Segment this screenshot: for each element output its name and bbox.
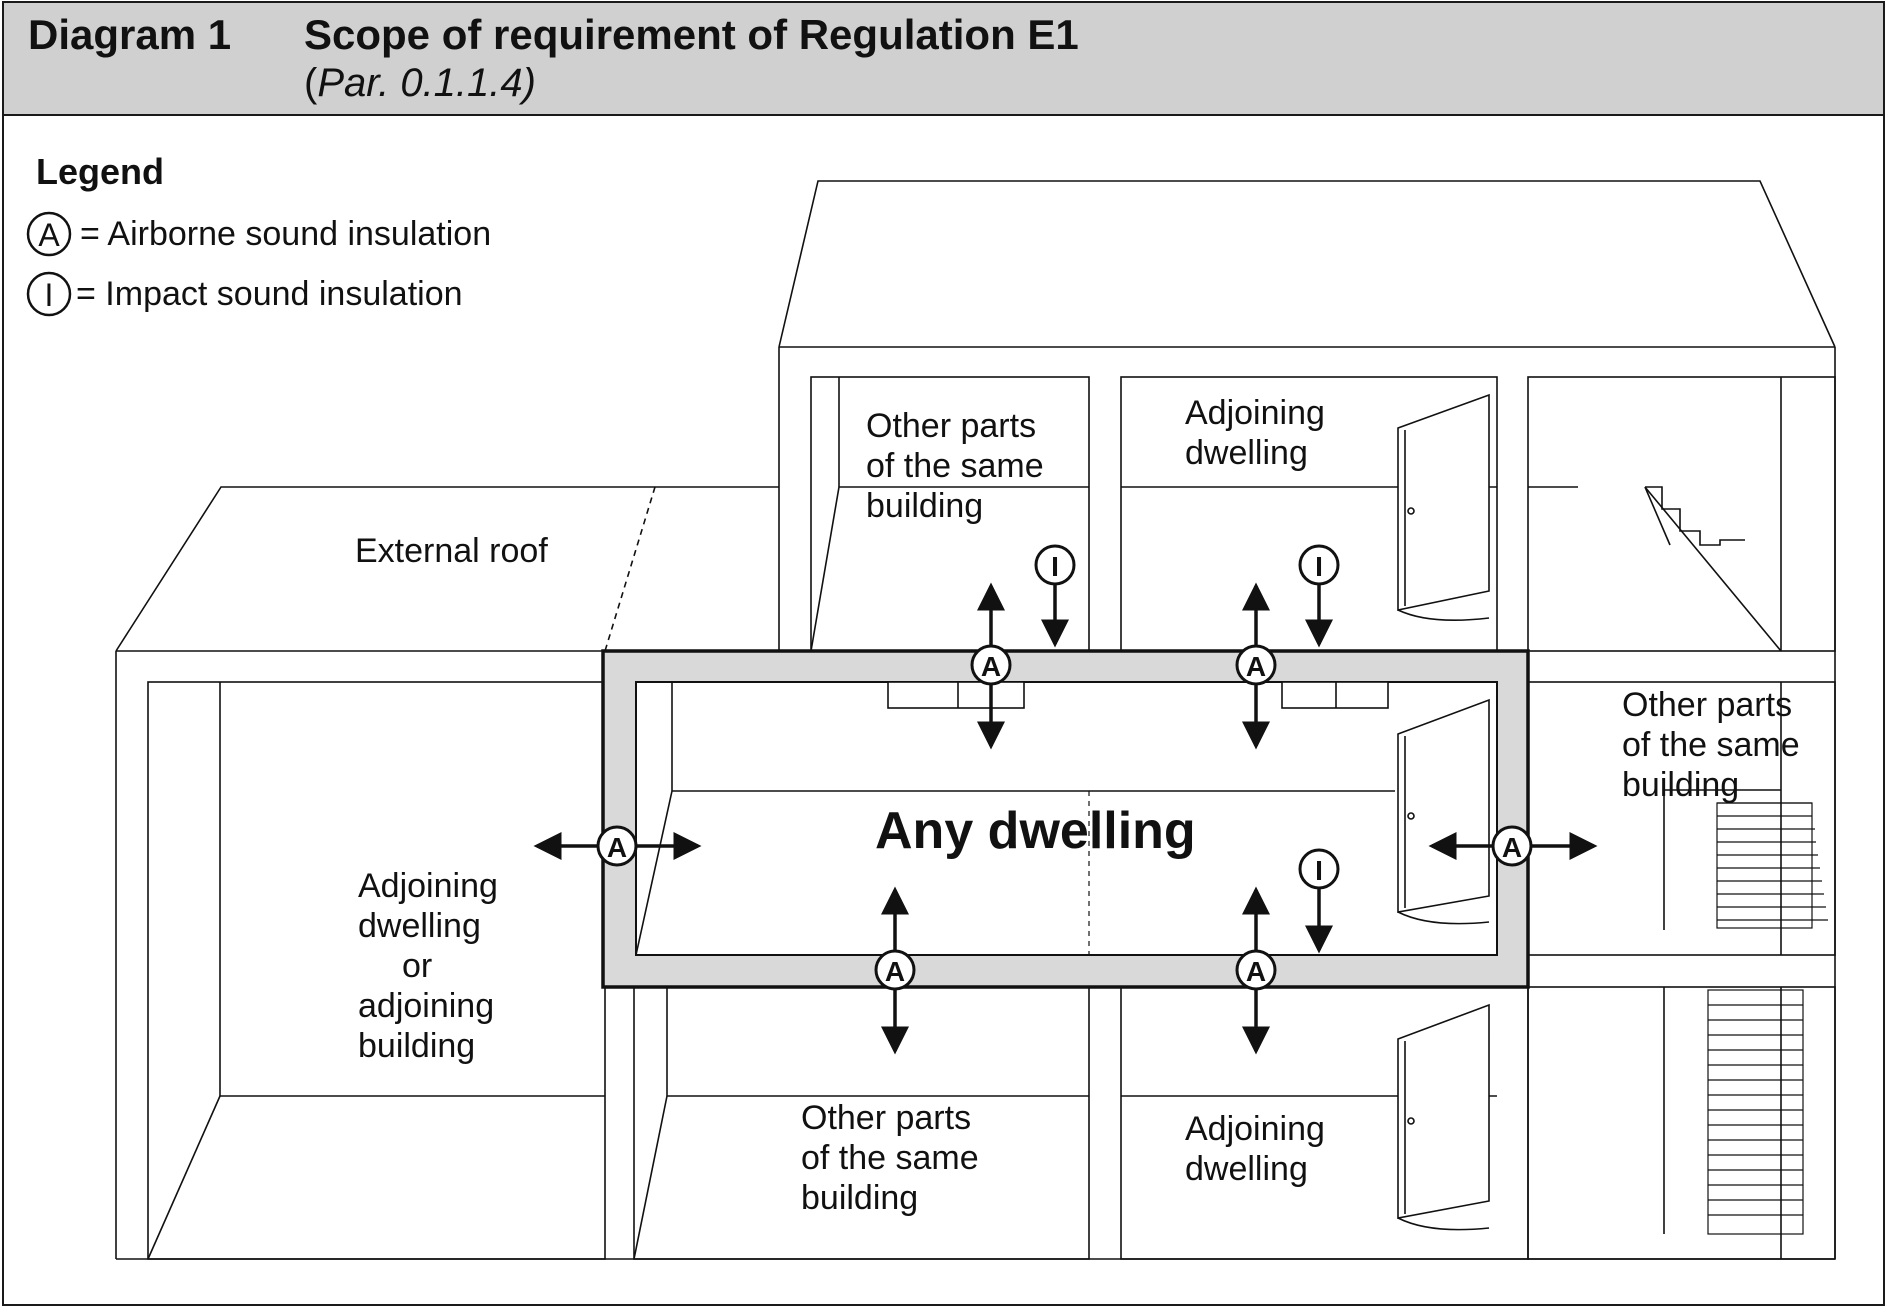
reference-paren: ( xyxy=(304,61,318,105)
svg-text:I: I xyxy=(1315,551,1323,582)
diagram-reference: (Par. 0.1.1.4) xyxy=(304,61,536,106)
insulation-arrows xyxy=(533,582,1598,1055)
svg-text:A: A xyxy=(981,651,1001,682)
svg-text:A: A xyxy=(1246,956,1266,987)
impact-legend-symbol: I xyxy=(26,271,72,317)
any-dwelling-box xyxy=(601,649,1530,989)
building-outline xyxy=(115,180,1836,1260)
airborne-symbol-bottom-right: A xyxy=(1235,949,1277,991)
diagram-number: Diagram 1 xyxy=(28,11,232,58)
label-external-roof: External roof xyxy=(355,532,548,570)
airborne-symbol-left: A xyxy=(596,825,638,867)
svg-text:I: I xyxy=(1051,551,1059,582)
legend: Legend A = Airborne sound insulation I =… xyxy=(26,151,491,317)
room-labels: External roof Other parts of the same bu… xyxy=(355,394,1809,1217)
door-dwelling xyxy=(1397,698,1490,925)
airborne-symbol-top-right: A xyxy=(1235,644,1277,686)
airborne-symbol-right: A xyxy=(1491,825,1533,867)
svg-text:A: A xyxy=(1502,832,1522,863)
legend-impact-label: = Impact sound insulation xyxy=(76,275,463,313)
impact-symbol-top-left: I xyxy=(1034,544,1076,586)
airborne-legend-symbol: A xyxy=(26,211,72,257)
svg-text:I: I xyxy=(45,277,54,313)
door-bottom-right xyxy=(1397,1003,1490,1231)
label-right-room: Other parts of the same building xyxy=(1622,686,1809,804)
svg-text:A: A xyxy=(885,956,905,987)
airborne-symbol-bottom-left: A xyxy=(874,949,916,991)
door-top-right xyxy=(1397,393,1490,622)
label-bottom-right-room: Adjoining dwelling xyxy=(1185,1110,1334,1188)
diagram-header: Diagram 1 Scope of requirement of Regula… xyxy=(4,3,1883,116)
label-top-right-room: Adjoining dwelling xyxy=(1185,394,1334,472)
impact-symbol-top-right: I xyxy=(1298,544,1340,586)
svg-text:A: A xyxy=(607,832,627,863)
label-any-dwelling: Any dwelling xyxy=(875,802,1196,860)
legend-title: Legend xyxy=(36,151,164,192)
reference-text: Par. 0.1.1.4) xyxy=(317,61,536,105)
diagram-title: Scope of requirement of Regulation E1 xyxy=(304,11,1079,58)
label-left-room: Adjoining dwelling or adjoining building xyxy=(358,867,507,1065)
airborne-symbol-top-left: A xyxy=(970,644,1012,686)
impact-symbol-inner: I xyxy=(1298,848,1340,890)
staircase-middle xyxy=(1716,802,1828,929)
legend-airborne-label: = Airborne sound insulation xyxy=(80,215,491,253)
staircase-lower xyxy=(1707,989,1804,1235)
svg-text:A: A xyxy=(1246,651,1266,682)
svg-text:I: I xyxy=(1315,855,1323,886)
label-top-left-room: Other parts of the same building xyxy=(866,407,1053,525)
svg-text:A: A xyxy=(38,217,60,253)
label-bottom-left-room: Other parts of the same building xyxy=(801,1099,988,1217)
